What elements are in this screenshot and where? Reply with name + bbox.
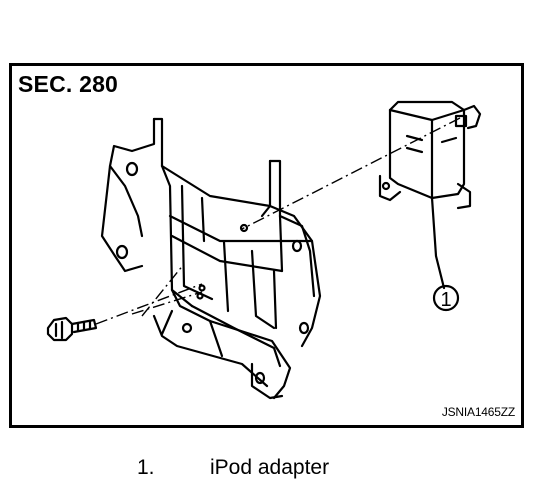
legend-text: iPod adapter	[210, 456, 330, 479]
assembly-line-guide	[131, 291, 203, 315]
section-label: SEC. 280	[18, 71, 119, 97]
legend-number: 1.	[137, 456, 155, 479]
figure-frame: SEC. 280	[9, 63, 524, 428]
ipod-adapter-module	[378, 100, 482, 210]
mounting-bracket	[100, 117, 322, 400]
figure-code: JSNIA1465ZZ	[441, 405, 515, 419]
exploded-view-illustration: 1	[46, 100, 482, 400]
callout-circle	[432, 284, 460, 312]
screw	[46, 316, 98, 342]
assembly-line-adapter	[241, 117, 461, 230]
callout-leader	[430, 196, 446, 290]
assembly-line-guide-2	[141, 263, 185, 317]
callout-number: 1	[440, 289, 451, 311]
assembly-line-screw	[95, 283, 203, 325]
callout-legend: 1. iPod adapter	[0, 456, 544, 486]
